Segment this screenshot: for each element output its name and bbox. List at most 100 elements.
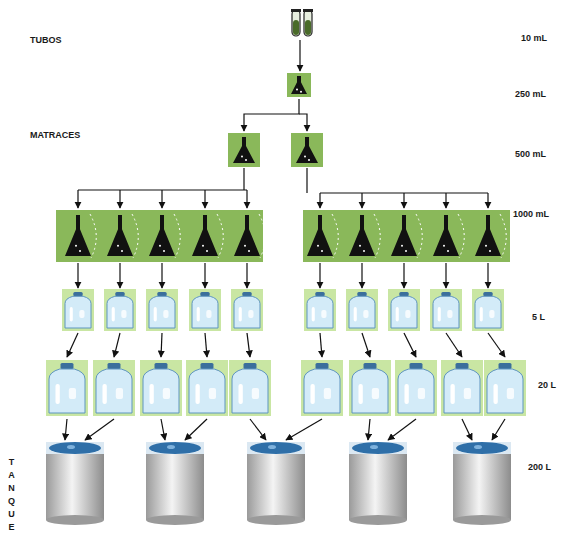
flow-arrow	[119, 263, 120, 288]
stage-label: 20 L	[538, 381, 556, 390]
flow-arrow	[462, 419, 472, 440]
flow-arrow	[404, 333, 416, 357]
bottle-icon	[388, 289, 420, 331]
flow-arrow	[161, 333, 162, 357]
flask-icon	[307, 215, 333, 256]
flask-icon	[65, 215, 91, 256]
bottle-icon	[46, 360, 88, 416]
flow-arrow	[299, 114, 307, 131]
flow-arrow	[388, 419, 416, 440]
flow-arrow	[77, 190, 78, 208]
bottle-icon	[186, 360, 228, 416]
tank-icon	[247, 442, 305, 525]
tank-icon	[46, 442, 104, 525]
flow-arrow	[185, 419, 207, 440]
bottle-icon	[472, 289, 504, 331]
stage-label: 10 mL	[521, 34, 547, 43]
bottle-icon	[484, 360, 526, 416]
flow-arrow	[85, 419, 114, 440]
flask-icon	[149, 215, 175, 256]
stage-label: 1000 mL	[513, 210, 549, 219]
flow-arrow	[65, 419, 67, 440]
flow-arrow	[286, 419, 322, 440]
flask-band	[56, 210, 265, 262]
flow-arrow	[487, 193, 488, 208]
bottle-icon	[229, 360, 271, 416]
flask-icon	[291, 76, 307, 94]
test-tube	[291, 9, 301, 36]
bottle-icon	[104, 289, 136, 331]
flow-arrow	[488, 333, 505, 357]
bottle-icon	[349, 360, 391, 416]
flow-arrow	[487, 263, 488, 288]
flow-arrow	[244, 99, 299, 131]
flow-arrow	[250, 419, 266, 440]
flask-icon	[233, 137, 255, 163]
bottle-icon	[346, 289, 378, 331]
bottle-icon	[441, 360, 483, 416]
bottle-icon	[146, 289, 178, 331]
flask-box	[291, 133, 323, 167]
flask-icon	[475, 215, 501, 256]
bottle-icon	[189, 289, 221, 331]
flow-arrow	[320, 333, 322, 357]
stage-label: 250 mL	[515, 90, 546, 99]
flow-arrow	[492, 419, 505, 440]
bottle-icon	[430, 289, 462, 331]
flow-arrow	[247, 333, 250, 357]
tank-icon	[146, 442, 204, 525]
stage-label: MATRACES	[30, 131, 80, 140]
flow-arrow	[243, 168, 244, 190]
bottle-icon	[93, 360, 135, 416]
flow-arrow	[205, 333, 207, 357]
flow-arrow	[204, 263, 205, 288]
flow-arrow	[361, 263, 362, 288]
flask-box	[287, 73, 311, 97]
test-tube	[303, 9, 313, 36]
flow-arrow	[119, 190, 120, 208]
tank-icon	[453, 442, 511, 525]
flow-arrow	[246, 263, 247, 288]
flask-box	[228, 133, 260, 167]
stage-label: 200 L	[528, 463, 551, 472]
flow-arrow	[445, 263, 446, 288]
vertical-label: TANQUE	[7, 456, 16, 534]
stage-label: TUBOS	[30, 36, 62, 45]
flask-icon	[192, 215, 218, 256]
flask-icon	[433, 215, 459, 256]
flow-arrow	[362, 333, 370, 357]
bottle-icon	[231, 289, 263, 331]
flask-band	[303, 210, 510, 262]
flow-arrow	[403, 263, 404, 288]
flow-arrow	[319, 263, 320, 288]
bottle-icon	[62, 289, 94, 331]
flask-icon	[349, 215, 375, 256]
flow-arrow	[299, 40, 300, 71]
flow-arrow	[445, 193, 446, 208]
flow-arrow	[161, 263, 162, 288]
flask-icon	[296, 137, 318, 163]
flow-arrow	[446, 333, 462, 357]
flow-arrow	[306, 168, 307, 193]
flow-arrow	[403, 193, 404, 208]
bottle-icon	[395, 360, 437, 416]
flow-arrow	[67, 333, 78, 357]
flow-arrow	[77, 263, 78, 288]
flow-arrow	[204, 190, 205, 208]
tank-icon	[349, 442, 407, 525]
flow-arrow	[319, 193, 320, 208]
flask-icon	[107, 215, 133, 256]
flow-arrow	[246, 190, 247, 208]
stage-label: 500 mL	[515, 150, 546, 159]
flow-arrow	[161, 190, 162, 208]
flow-arrow	[368, 419, 370, 440]
flow-arrow	[361, 193, 362, 208]
flask-icon	[391, 215, 417, 256]
flask-icon	[234, 215, 260, 256]
stage-label: 5 L	[532, 313, 545, 322]
flow-arrow	[114, 333, 120, 357]
bottle-icon	[301, 360, 343, 416]
flow-arrow	[161, 419, 165, 440]
